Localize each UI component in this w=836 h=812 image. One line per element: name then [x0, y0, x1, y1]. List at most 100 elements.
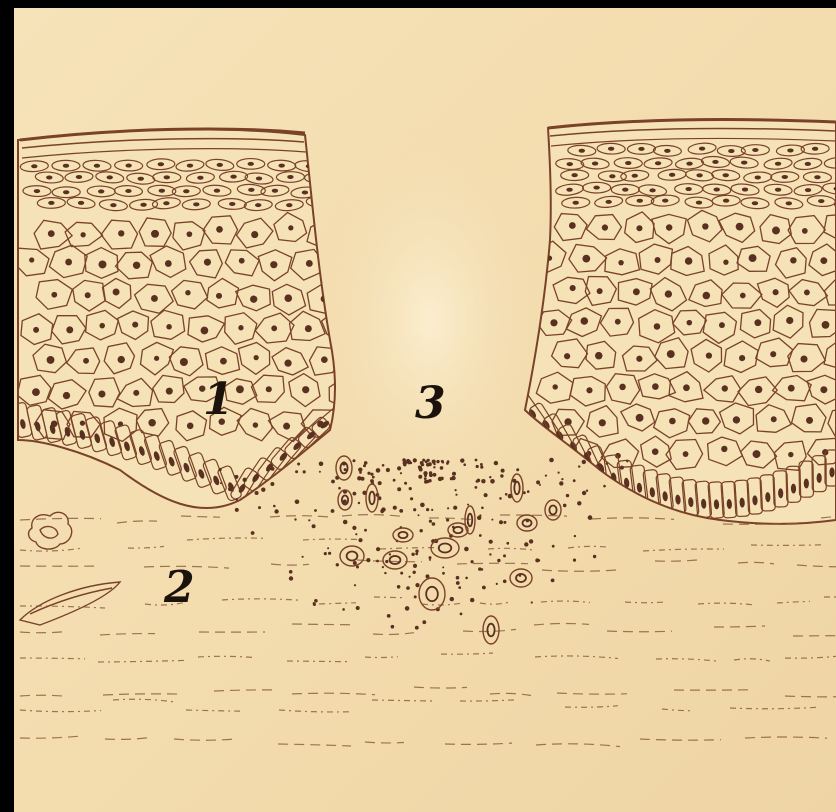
infiltrate-dot	[355, 533, 357, 535]
cell-nucleus	[625, 161, 631, 165]
cell-nucleus	[770, 351, 776, 357]
cell-nucleus	[618, 260, 623, 265]
cell-nucleus	[253, 422, 258, 427]
infiltrate-dot	[524, 542, 528, 546]
infiltrate-dot	[429, 471, 432, 474]
infiltrate-dot	[559, 481, 563, 485]
infiltrate-dot	[382, 464, 385, 467]
cell-nucleus	[582, 255, 590, 263]
infiltrate-dot	[413, 458, 417, 462]
cell-nucleus	[80, 232, 85, 237]
cell-nucleus	[236, 385, 244, 393]
infiltrate-dot	[586, 490, 588, 492]
infiltrate-dot	[582, 491, 586, 495]
cell-nucleus	[702, 223, 708, 229]
cell-nucleus	[85, 292, 91, 298]
infiltrate-dot	[295, 470, 298, 473]
infiltrate-dot	[414, 595, 417, 598]
cell-nucleus	[78, 201, 84, 205]
cell-nucleus	[788, 452, 793, 457]
infiltrate-dot	[397, 585, 401, 589]
infiltrate-dot	[442, 461, 444, 463]
infiltrate-dot	[378, 481, 382, 485]
infiltrate-dot	[428, 462, 432, 466]
infiltrate-dot	[319, 471, 321, 473]
cell-nucleus	[98, 189, 104, 193]
cell-nucleus	[48, 201, 54, 205]
infiltrate-dot	[470, 598, 474, 602]
cell-nucleus	[655, 257, 661, 263]
cell-nucleus	[230, 175, 236, 179]
cell-nucleus	[204, 259, 211, 266]
infiltrate-dot	[400, 472, 402, 474]
infiltrate-dot	[489, 476, 491, 478]
infiltrate-dot	[295, 500, 300, 505]
cell-nucleus	[755, 386, 762, 393]
cell-nucleus	[284, 360, 291, 367]
cell-nucleus	[187, 231, 193, 237]
cell-nucleus	[787, 148, 793, 152]
infiltrate-dot	[527, 490, 530, 493]
cell-nucleus	[593, 186, 599, 190]
cell-nucleus	[229, 202, 235, 206]
cell-nucleus	[666, 224, 673, 231]
infiltrate-dot	[456, 576, 460, 580]
infiltrate-dot	[460, 458, 464, 462]
infiltrate-dot	[480, 466, 483, 469]
cell-nucleus	[722, 385, 728, 391]
cell-nucleus	[571, 173, 577, 177]
infiltrate-dot	[477, 516, 481, 520]
cell-nucleus	[552, 384, 557, 389]
infiltrate-dot	[342, 608, 345, 611]
cell-nucleus	[197, 176, 203, 180]
cell-nucleus	[201, 327, 209, 335]
cell-nucleus	[579, 149, 585, 153]
infiltrate-dot	[465, 577, 468, 580]
cell-nucleus	[573, 201, 579, 205]
infiltrate-dot	[574, 535, 576, 537]
infiltrate-dot	[475, 459, 478, 462]
infiltrate-dot	[505, 493, 508, 496]
cell-nucleus	[615, 319, 621, 325]
cell-nucleus	[696, 201, 702, 205]
infiltrate-dot	[331, 509, 335, 513]
infiltrate-dot	[482, 586, 486, 590]
infiltrate-dot	[367, 472, 370, 475]
infiltrate-dot	[343, 520, 348, 525]
infiltrate-dot	[484, 493, 488, 497]
cell-nucleus	[581, 317, 589, 325]
cell-nucleus	[687, 320, 693, 326]
cell-nucleus	[752, 201, 758, 205]
cell-nucleus	[753, 450, 761, 458]
infiltrate-dot	[338, 487, 341, 490]
cell-nucleus	[254, 355, 259, 360]
infiltrate-dot	[313, 602, 315, 604]
cell-nucleus	[63, 190, 69, 194]
infiltrate-dot	[506, 542, 509, 545]
infiltrate-dot	[400, 572, 403, 575]
infiltrate-dot	[387, 614, 391, 618]
cell-nucleus	[154, 356, 159, 361]
cell-nucleus	[138, 177, 144, 181]
infiltrate-dot	[481, 479, 485, 483]
infiltrate-dot	[464, 547, 469, 552]
infiltrate-dot	[573, 559, 576, 562]
cell-nucleus	[633, 288, 640, 295]
cell-nucleus	[118, 356, 125, 363]
infiltrate-dot	[415, 553, 418, 556]
infiltrate-dot	[422, 620, 426, 624]
cell-nucleus	[652, 383, 659, 390]
infiltrate-dot	[397, 466, 401, 470]
cell-nucleus	[754, 319, 761, 326]
infiltrate-dot	[491, 519, 493, 521]
cell-nucleus	[63, 164, 69, 168]
cell-nucleus	[714, 188, 720, 192]
cell-nucleus	[719, 322, 725, 328]
cell-nucleus	[683, 451, 689, 457]
cell-nucleus	[321, 356, 328, 363]
infiltrate-dot	[577, 501, 581, 505]
cell-nucleus	[602, 224, 608, 230]
infiltrate-dot	[270, 482, 274, 486]
cell-nucleus	[619, 384, 626, 391]
cell-nucleus	[220, 358, 227, 365]
